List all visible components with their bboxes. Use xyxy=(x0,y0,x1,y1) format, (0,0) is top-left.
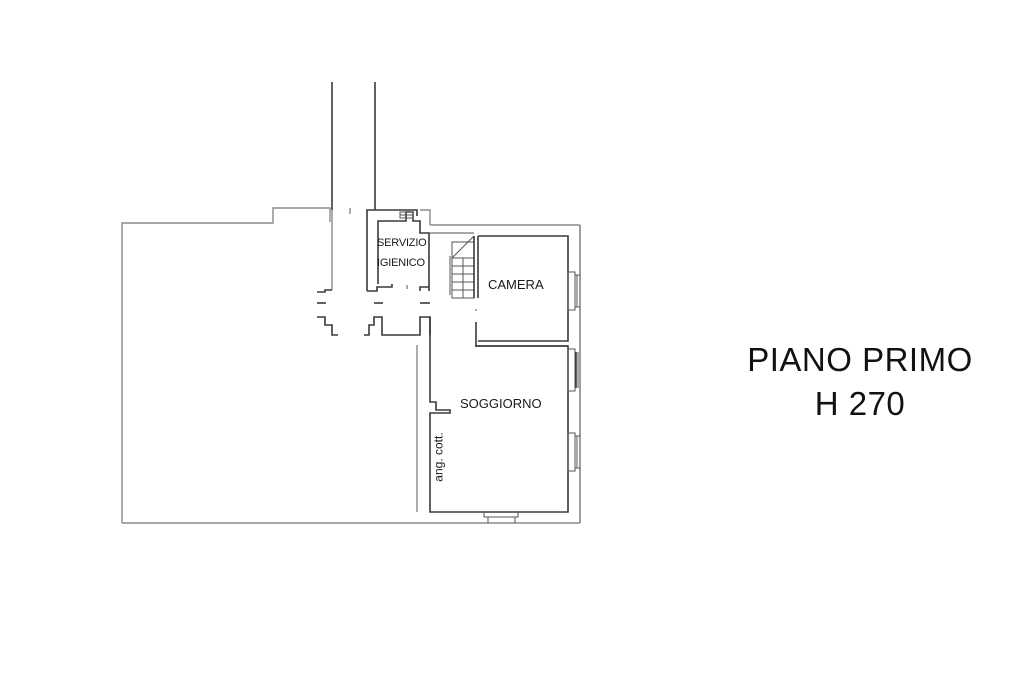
room-label-camera: CAMERA xyxy=(488,277,544,292)
soggiorno-east-window-lower xyxy=(567,432,580,472)
camera-east-window xyxy=(567,271,580,311)
stair-icon xyxy=(430,232,479,311)
room-label-servizio: SERVIZIO xyxy=(377,237,427,249)
outer-boundary xyxy=(121,207,581,524)
soggiorno-south-window xyxy=(483,512,519,523)
north-corridor xyxy=(331,82,376,290)
windows xyxy=(483,271,580,523)
soggiorno-east-window-upper xyxy=(567,348,579,392)
bathroom-walls xyxy=(366,209,431,292)
room-label-igienico: IGIENICO xyxy=(377,257,425,269)
floor-name: PIANO PRIMO xyxy=(747,341,973,378)
room-label-angolo-cottura: ang. cott. xyxy=(431,432,446,482)
landing-steps xyxy=(317,289,431,336)
floor-title-block: PIANO PRIMO H 270 xyxy=(720,338,1000,426)
room-label-soggiorno: SOGGIORNO xyxy=(460,396,542,411)
ceiling-height: H 270 xyxy=(814,385,906,422)
